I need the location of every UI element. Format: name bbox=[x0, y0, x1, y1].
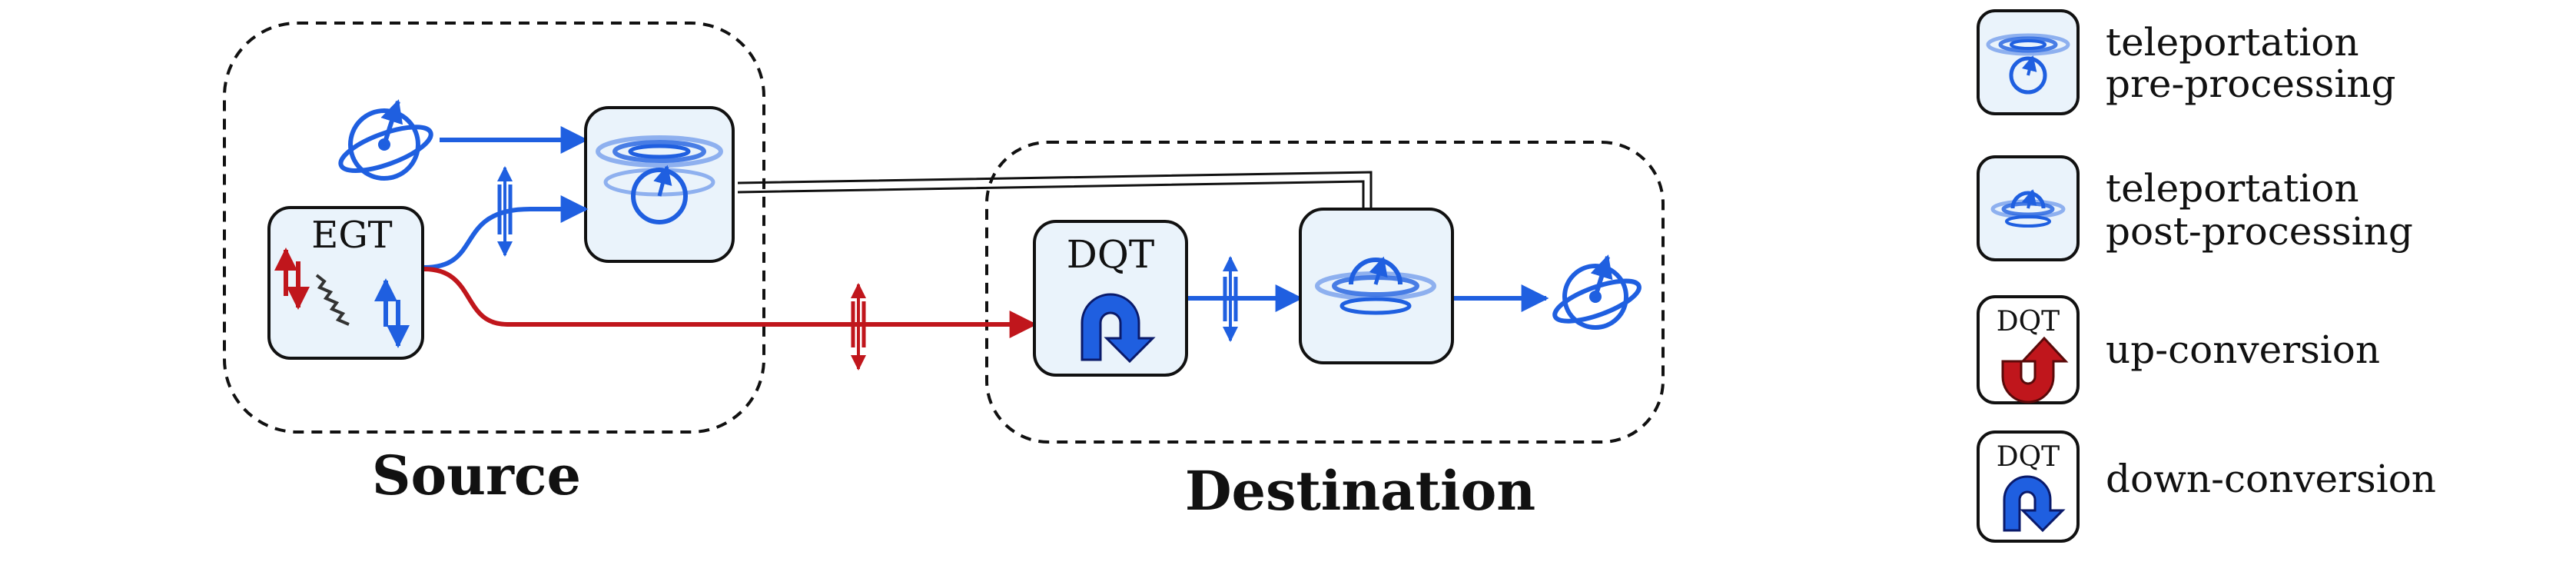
egt-to-dqt-arrow bbox=[423, 267, 1037, 338]
destination-dashed-box bbox=[985, 141, 1665, 444]
dqt-node: DQT bbox=[1033, 220, 1188, 377]
legend-post-processing-line2: post-processing bbox=[2106, 209, 2413, 254]
legend-down-conversion-box-label: DQT bbox=[1997, 441, 2060, 473]
dqt-label: DQT bbox=[1067, 232, 1154, 277]
legend-post-processing-icon bbox=[1990, 189, 2066, 228]
egt-to-preprocess-arrow bbox=[423, 195, 589, 270]
polarization-marker-blue-icon bbox=[497, 166, 513, 257]
legend-item-pre-processing: teleportation pre-processing bbox=[1977, 9, 2396, 115]
legend-up-conversion-box-label: DQT bbox=[1997, 306, 2060, 337]
red-spin-pair-icon bbox=[274, 248, 310, 310]
legend-pre-processing-line2: pre-processing bbox=[2106, 61, 2396, 106]
source-qubit-icon bbox=[338, 99, 433, 181]
legend-pre-processing-icon bbox=[1986, 33, 2070, 95]
polarization-marker-blue-2-icon bbox=[1223, 256, 1238, 342]
source-label: Source bbox=[372, 444, 581, 507]
destination-qubit-icon bbox=[1552, 254, 1642, 330]
legend-pre-processing-line1: teleportation bbox=[2106, 20, 2359, 65]
teleportation-pre-processing-icon bbox=[596, 135, 723, 224]
egt-label: EGT bbox=[311, 214, 392, 257]
photon-wavy-icon bbox=[315, 274, 350, 326]
polarization-marker-red-icon bbox=[851, 283, 866, 371]
legend-down-conversion-text: down-conversion bbox=[2106, 457, 2436, 501]
destination-label: Destination bbox=[1185, 459, 1535, 523]
up-conversion-icon bbox=[2001, 336, 2069, 404]
teleportation-pre-processing-node bbox=[584, 106, 735, 263]
blue-spin-pair-icon bbox=[374, 278, 410, 348]
source-group: Source bbox=[223, 22, 765, 507]
legend-item-post-processing: teleportation post-processing bbox=[1977, 155, 2413, 261]
destination-group: Destination bbox=[985, 141, 1665, 523]
teleportation-post-processing-icon bbox=[1315, 256, 1436, 315]
down-conversion-icon bbox=[2003, 475, 2066, 533]
egt-node: EGT bbox=[267, 206, 424, 360]
legend-item-up-conversion: DQT up-conversion bbox=[1977, 295, 2380, 404]
down-conversion-uturn-icon bbox=[1081, 293, 1156, 364]
legend-post-processing-line1: teleportation bbox=[2106, 166, 2359, 211]
legend: teleportation pre-processing teleportati… bbox=[1977, 9, 2436, 543]
classical-channel bbox=[737, 171, 1373, 209]
legend-item-down-conversion: DQT down-conversion bbox=[1977, 430, 2436, 543]
legend-up-conversion-text: up-conversion bbox=[2106, 327, 2380, 372]
teleportation-post-processing-node bbox=[1299, 208, 1454, 364]
